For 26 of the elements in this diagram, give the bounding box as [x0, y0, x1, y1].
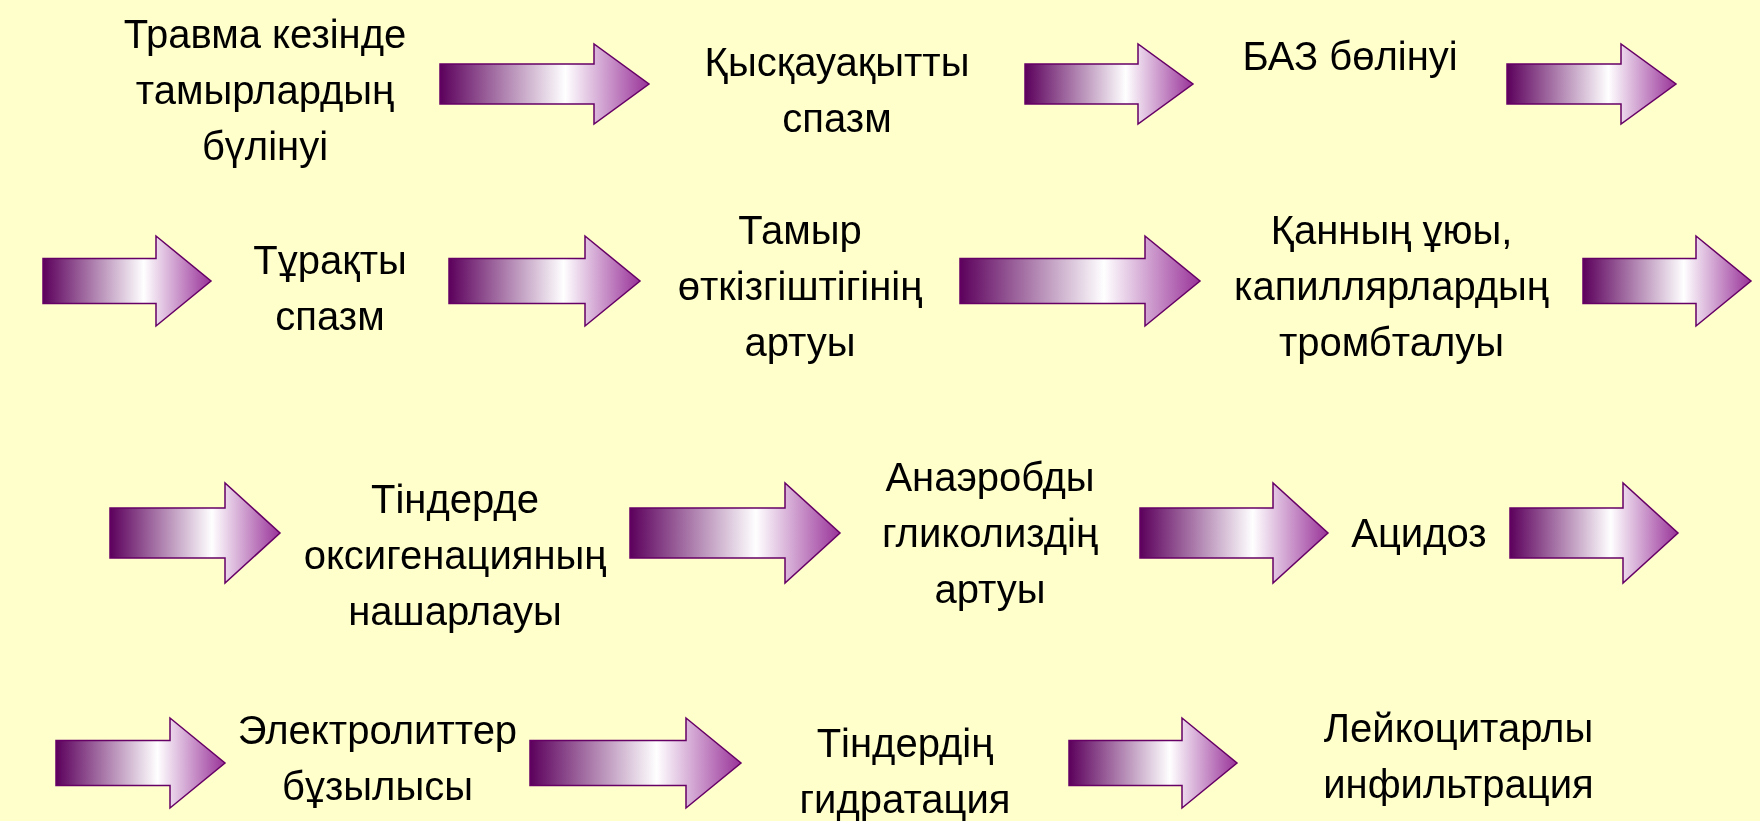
step-text: Қысқауақытты спазм — [703, 39, 971, 142]
arrow — [448, 234, 642, 328]
arrow — [109, 481, 282, 585]
step-text: Тамыр өткізгіштігінің артуы — [676, 207, 924, 366]
step-text: Анаэробды гликолиздің артуы — [880, 454, 1100, 613]
step-text: БАЗ бөлінуі — [1242, 33, 1458, 80]
step-text: Лейкоцитарлы инфильтрация — [1322, 705, 1595, 808]
arrow — [439, 42, 651, 126]
arrow — [629, 481, 842, 585]
step-text: Тіндерде оксигенацияның нашарлауы — [302, 476, 608, 635]
arrow — [1068, 716, 1239, 810]
arrow — [42, 234, 213, 328]
arrow — [1582, 234, 1753, 328]
arrow — [55, 716, 227, 810]
step-text: Ацидоз — [1351, 510, 1487, 557]
step-text: Тіндердің гидратация — [798, 720, 1012, 821]
step-text: Электролиттер бұзылысы — [236, 707, 519, 810]
step-text: Қанның ұюы, капиллярлардың тромбталуы — [1233, 207, 1550, 366]
step-text: Травма кезінде тамырлардың бүлінуі — [122, 11, 408, 170]
arrow — [1139, 481, 1330, 585]
arrow — [1506, 42, 1678, 126]
arrow — [959, 234, 1202, 328]
step-text: Тұрақты спазм — [252, 237, 408, 340]
arrow — [1509, 481, 1680, 585]
arrow — [1024, 42, 1195, 126]
arrow — [529, 716, 743, 810]
